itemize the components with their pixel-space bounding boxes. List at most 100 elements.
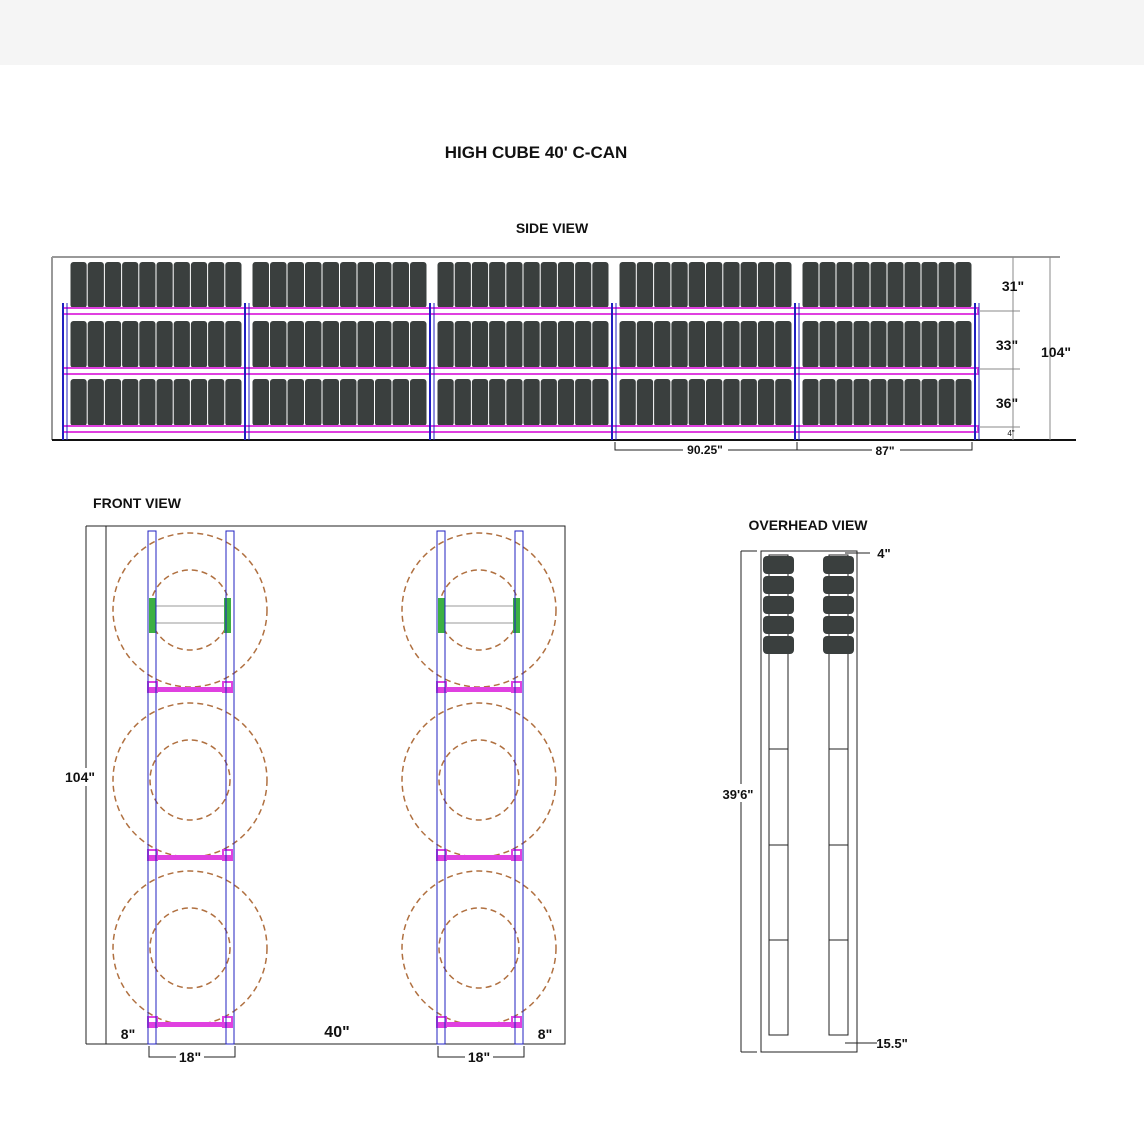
tire xyxy=(575,262,592,308)
tire xyxy=(410,262,427,308)
tire xyxy=(252,379,269,426)
tire xyxy=(340,379,357,426)
tire xyxy=(763,556,794,574)
tire xyxy=(654,262,671,308)
tire xyxy=(270,262,287,308)
tire xyxy=(592,262,609,308)
tire xyxy=(802,379,819,426)
tire xyxy=(122,321,139,368)
shelf-beam xyxy=(148,1022,232,1027)
dim-8-left: 8" xyxy=(121,1026,135,1042)
tire xyxy=(654,321,671,368)
bracket xyxy=(438,598,445,633)
tire xyxy=(540,379,557,426)
tire-rim-outline xyxy=(438,739,520,821)
tire xyxy=(955,321,972,368)
tire xyxy=(904,379,921,426)
tire xyxy=(853,262,870,308)
shelf-beam xyxy=(62,367,979,375)
tire xyxy=(392,262,409,308)
tire xyxy=(523,321,540,368)
tire xyxy=(70,321,87,368)
tire xyxy=(870,379,887,426)
tire xyxy=(173,262,190,308)
tire xyxy=(305,379,322,426)
upright-frame xyxy=(436,530,446,1045)
tire xyxy=(270,379,287,426)
tire xyxy=(836,262,853,308)
beam-connector xyxy=(222,681,233,693)
tire xyxy=(619,379,636,426)
tire xyxy=(723,321,740,368)
tire xyxy=(763,576,794,594)
tire xyxy=(156,262,173,308)
side-view-label: SIDE VIEW xyxy=(516,220,589,236)
tire xyxy=(471,262,489,308)
drawing-title: HIGH CUBE 40' C-CAN xyxy=(445,143,628,162)
tire xyxy=(375,379,392,426)
shelf-beam xyxy=(62,425,979,433)
tire xyxy=(252,262,269,308)
tire-outline xyxy=(401,532,557,688)
tire xyxy=(104,262,122,308)
tire xyxy=(392,321,409,368)
tire xyxy=(208,262,225,308)
tire xyxy=(671,262,688,308)
tire xyxy=(208,321,225,368)
tire xyxy=(740,379,757,426)
beam-connector xyxy=(222,849,233,861)
tire xyxy=(540,262,557,308)
tire xyxy=(208,379,225,426)
tire-outline xyxy=(112,870,268,1026)
dim-33: 33" xyxy=(996,337,1018,353)
tire xyxy=(454,379,471,426)
tire xyxy=(819,379,836,426)
side-view xyxy=(51,256,1076,441)
tire xyxy=(870,321,887,368)
tire xyxy=(887,321,904,368)
tire xyxy=(887,262,904,308)
tire xyxy=(619,262,636,308)
tire xyxy=(763,616,794,634)
tire xyxy=(340,262,357,308)
rack-plan xyxy=(828,554,849,1036)
tire xyxy=(763,636,794,654)
tire xyxy=(823,556,854,574)
dim-4-overhead: 4" xyxy=(877,546,890,561)
tire xyxy=(938,321,955,368)
tire xyxy=(322,379,339,426)
tire xyxy=(252,321,269,368)
tire xyxy=(671,321,688,368)
tire-rim-outline xyxy=(149,569,231,651)
tire xyxy=(139,321,156,368)
side-dimensions: 31" 33" 36" 4" 104" 90.25" 87" xyxy=(614,257,1071,458)
tire xyxy=(723,262,740,308)
beam-connector xyxy=(511,1016,522,1028)
tire xyxy=(740,262,757,308)
tire-rim-outline xyxy=(438,569,520,651)
tire xyxy=(70,379,87,426)
tire xyxy=(706,379,723,426)
shelf-beam xyxy=(148,855,232,860)
tire xyxy=(757,321,775,368)
tire xyxy=(836,321,853,368)
tire xyxy=(506,321,523,368)
tire xyxy=(723,379,740,426)
tire xyxy=(357,262,374,308)
tire xyxy=(921,262,938,308)
tire xyxy=(870,262,887,308)
beam-connector xyxy=(511,849,522,861)
dim-36: 36" xyxy=(996,395,1018,411)
tire xyxy=(740,321,757,368)
tire xyxy=(688,379,705,426)
tire xyxy=(122,379,139,426)
dim-4: 4" xyxy=(1007,429,1014,438)
tire xyxy=(489,321,506,368)
shelf-beam xyxy=(148,687,232,692)
tire xyxy=(575,321,592,368)
tire xyxy=(437,262,454,308)
upright-frame xyxy=(514,530,524,1045)
tire xyxy=(523,379,540,426)
beam-connector xyxy=(511,681,522,693)
tire xyxy=(887,379,904,426)
